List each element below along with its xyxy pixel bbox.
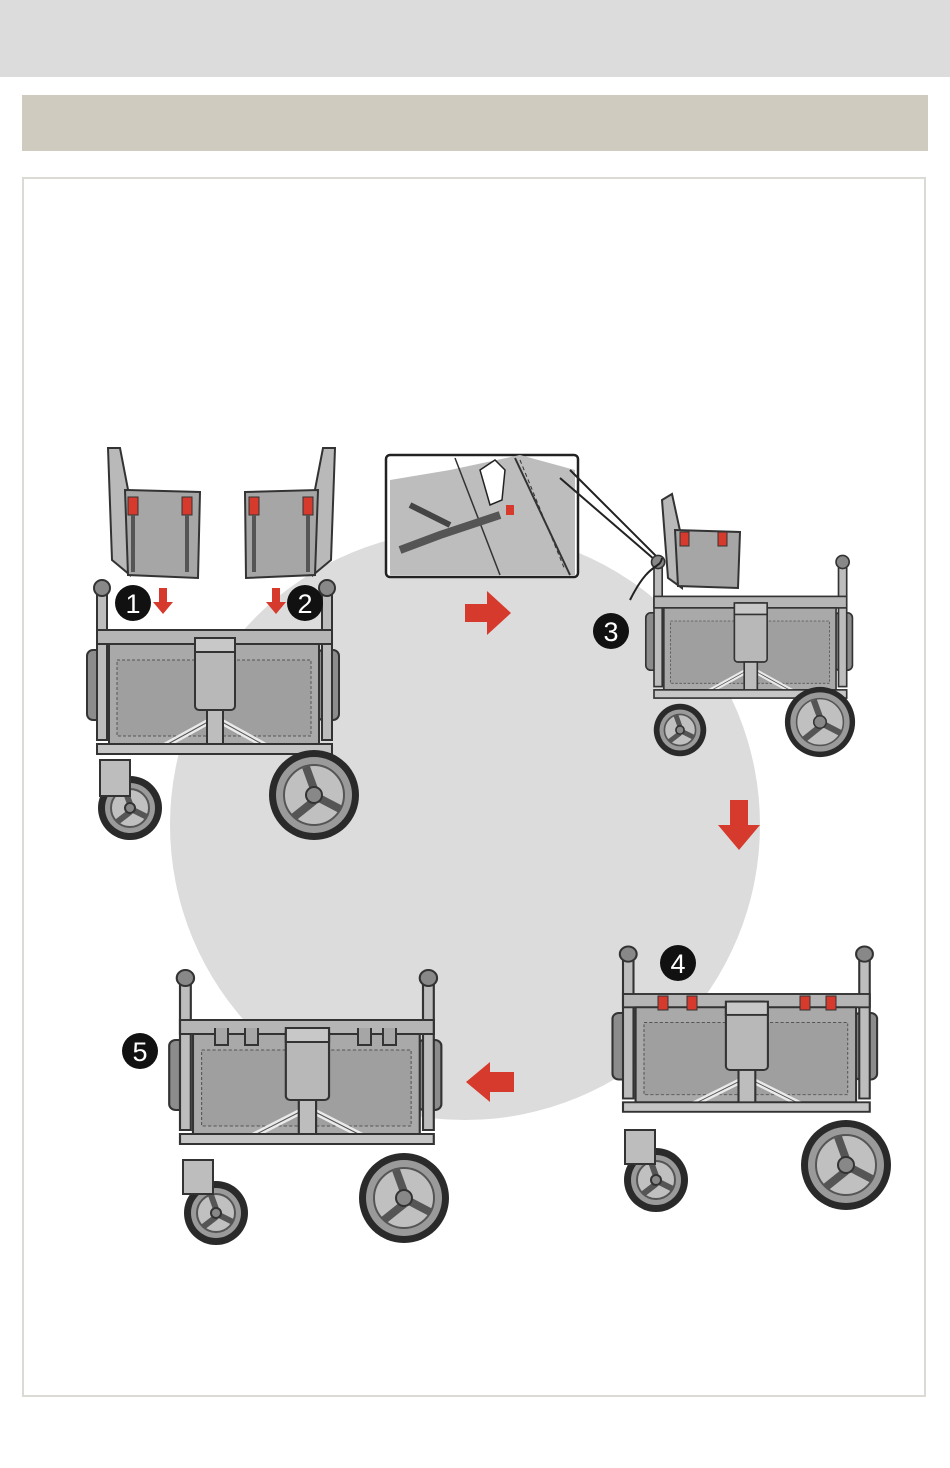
step-number: 1 — [125, 589, 140, 619]
step-badge-4: 4 — [660, 945, 696, 981]
seat-right — [245, 448, 335, 578]
step-number: 5 — [132, 1037, 147, 1067]
seat-left — [108, 448, 200, 578]
step-number: 4 — [670, 949, 685, 979]
wagon-step-3 — [630, 494, 855, 757]
detail-inset — [386, 455, 660, 577]
step-badge-3: 3 — [593, 613, 629, 649]
down-arrow-icon — [153, 588, 173, 614]
step-badge-1: 1 — [115, 585, 151, 621]
step-badge-2: 2 — [287, 585, 323, 621]
step-number: 2 — [297, 589, 312, 619]
step-badge-5: 5 — [122, 1033, 158, 1069]
step-number: 3 — [603, 617, 618, 647]
